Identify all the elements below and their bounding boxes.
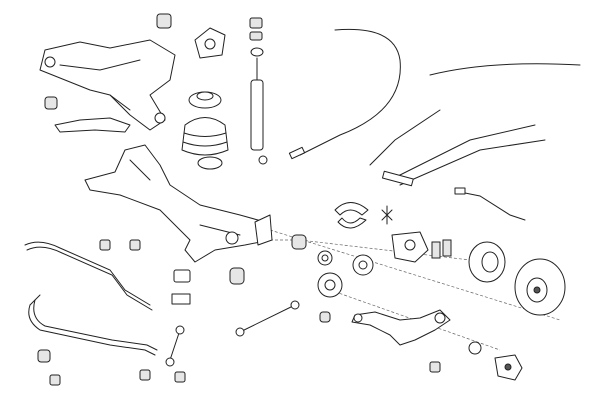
front-stabilizer-bar[interactable] bbox=[28, 294, 158, 356]
brake-pads[interactable] bbox=[431, 239, 452, 259]
hub-nut[interactable] bbox=[468, 341, 482, 355]
rear-axle-beam[interactable] bbox=[84, 144, 271, 263]
stabilizer-link[interactable] bbox=[165, 325, 185, 367]
stabilizer-bushings[interactable] bbox=[37, 239, 151, 386]
shock-absorber[interactable] bbox=[250, 57, 268, 165]
lower-control-arm[interactable] bbox=[351, 309, 451, 346]
cable-guide-plate[interactable] bbox=[381, 170, 414, 187]
bearing-ring[interactable] bbox=[317, 250, 333, 266]
axle-bushing[interactable] bbox=[291, 234, 307, 250]
handbrake-cable-rear-1[interactable] bbox=[369, 63, 581, 166]
abs-sensor[interactable] bbox=[454, 187, 526, 221]
small-bushing-rear[interactable] bbox=[429, 361, 441, 373]
bracket-small[interactable] bbox=[171, 293, 191, 383]
brake-caliper[interactable] bbox=[391, 231, 429, 263]
handbrake-cable-rear-2[interactable] bbox=[389, 124, 546, 186]
tie-rod[interactable] bbox=[235, 300, 300, 337]
handbrake-cable-front[interactable] bbox=[288, 28, 401, 160]
brake-drum[interactable] bbox=[468, 241, 506, 283]
front-subframe[interactable] bbox=[39, 39, 176, 131]
spring-seat[interactable] bbox=[188, 91, 222, 109]
strut-top-mount[interactable] bbox=[249, 17, 264, 57]
brake-shoes[interactable] bbox=[334, 202, 369, 229]
bump-stop-bellows[interactable] bbox=[181, 117, 229, 156]
brake-disc[interactable] bbox=[514, 258, 566, 316]
drive-shaft-joint[interactable] bbox=[494, 354, 523, 381]
mount-bushing[interactable] bbox=[173, 267, 245, 285]
adjuster-clip[interactable] bbox=[381, 205, 393, 225]
rear-stabilizer-bar[interactable] bbox=[24, 241, 153, 311]
stabilizer-link-bracket[interactable] bbox=[54, 117, 131, 133]
wheel-hub-bearing[interactable] bbox=[352, 254, 374, 276]
front-hub[interactable] bbox=[317, 272, 343, 298]
ball-joint[interactable] bbox=[319, 311, 331, 323]
engine-mount[interactable] bbox=[194, 27, 226, 59]
bushing-left[interactable] bbox=[44, 96, 58, 110]
spring-pad[interactable] bbox=[197, 156, 223, 170]
bracket-right[interactable] bbox=[254, 214, 273, 246]
bushing-top[interactable] bbox=[156, 13, 172, 29]
